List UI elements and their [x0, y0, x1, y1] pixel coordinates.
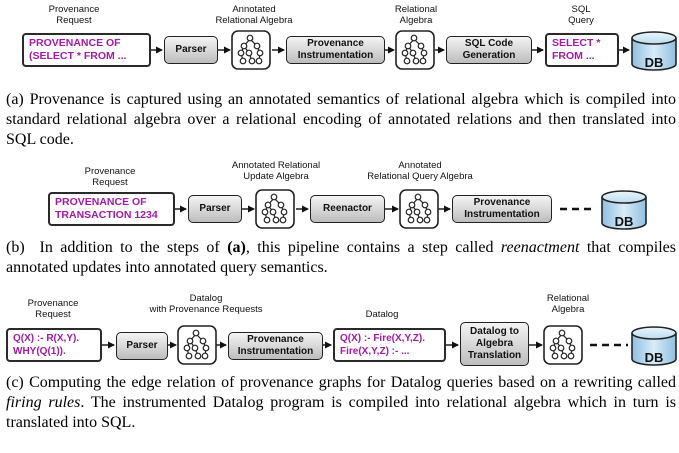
- caption-italic: firing rules: [6, 394, 81, 411]
- code-line: Q(X) :- Fire(X,Y,Z).: [340, 333, 425, 344]
- code-line: Fire(X,Y,Z) :- ...: [340, 346, 410, 357]
- provenance-instrumentation-box-b: Provenance Instrumentation: [452, 195, 552, 223]
- label-line: Datalog: [189, 293, 223, 304]
- label-line: Request: [56, 15, 92, 26]
- box-text: Instrumentation: [237, 346, 314, 357]
- tree-graph-icon: [231, 30, 271, 70]
- code-line: (SELECT * FROM ...: [29, 50, 127, 62]
- box-text: Parser: [175, 44, 207, 55]
- provenance-instrumentation-box-a: Provenance Instrumentation: [286, 36, 385, 64]
- code-line: WHY(Q(1)).: [13, 346, 66, 357]
- tree-graph-icon: [177, 325, 217, 365]
- label-line: Update Algebra: [243, 171, 309, 182]
- caption-tag: (a): [6, 91, 24, 108]
- label-line: Annotated: [398, 160, 442, 171]
- label-relational-algebra-a: Relational Algebra: [395, 4, 437, 26]
- label-provenance-request-c: Provenance Request: [28, 298, 79, 320]
- box-text: Parser: [199, 203, 231, 214]
- box-text: Datalog to: [470, 326, 519, 337]
- datalog-to-algebra-translation-box-c: Datalog to Algebra Translation: [460, 322, 529, 366]
- box-text: Parser: [126, 340, 158, 351]
- provenance-instrumentation-box-c: Provenance Instrumentation: [228, 332, 323, 360]
- label-datalog-requests-c: Datalog with Provenance Requests: [149, 293, 262, 315]
- code-line: SELECT *: [552, 37, 601, 49]
- caption-text: . The instrumented Datalog program is co…: [6, 394, 677, 431]
- label-line: Relational: [546, 293, 590, 304]
- caption-line: which is compiled into standard relation…: [6, 91, 677, 128]
- parser-box-b: Parser: [188, 195, 242, 223]
- tree-graph-icon: [395, 30, 435, 70]
- parser-box-c: Parser: [116, 332, 168, 360]
- code-line: PROVENANCE OF: [55, 196, 147, 208]
- datalog-box-c: Q(X) :- Fire(X,Y,Z). Fire(X,Y,Z) :- ...: [333, 328, 446, 362]
- label-line: Relational: [394, 4, 438, 15]
- code-line: Q(X) :- R(X,Y).: [13, 333, 80, 344]
- caption-c: (c) Computing the edge relation of prove…: [6, 373, 676, 433]
- label-line: Provenance: [27, 298, 79, 309]
- label-line: SQL: [571, 4, 591, 15]
- label-line: with Provenance Requests: [149, 304, 263, 315]
- caption-italic: reenactment: [500, 239, 580, 256]
- label-annotated-query-b: Annotated Relational Query Algebra: [367, 160, 473, 182]
- caption-text: Computing the edge relation of provenanc…: [29, 374, 677, 391]
- tree-graph-icon: [543, 325, 583, 365]
- sql-query-box-a: SELECT * FROM ...: [545, 33, 619, 67]
- caption-tag: (b): [6, 239, 25, 256]
- label-line: Query: [568, 15, 594, 26]
- box-text: Generation: [462, 50, 516, 61]
- box-text: SQL Code: [464, 38, 514, 49]
- label-line: Algebra: [399, 15, 433, 26]
- label-line: Request: [35, 309, 71, 320]
- label-annotated-algebra-a: Annotated Relational Algebra: [215, 4, 292, 26]
- code-line: TRANSACTION 1234: [55, 209, 158, 221]
- label-line: Annotated Relational: [231, 160, 321, 171]
- reenactor-box-b: Reenactor: [310, 195, 385, 223]
- db-label: DB: [645, 350, 664, 365]
- label-provenance-request-b: Provenance Request: [85, 166, 136, 188]
- db-label: DB: [615, 214, 634, 229]
- box-text: Instrumentation: [297, 50, 374, 61]
- label-relational-algebra-c: Relational Algebra: [547, 293, 589, 315]
- box-text: Algebra: [475, 338, 514, 349]
- caption-line: Provenance is captured using an annotate…: [29, 91, 519, 108]
- label-datalog-c: Datalog: [366, 309, 399, 320]
- label-provenance-request-a: Provenance Request: [49, 4, 100, 26]
- box-text: Provenance: [473, 197, 531, 208]
- box-text: Instrumentation: [464, 209, 540, 220]
- label-line: Relational Algebra: [215, 15, 293, 26]
- label-annotated-update-b: Annotated Relational Update Algebra: [232, 160, 320, 182]
- label-sql-query-a: SQL Query: [568, 4, 594, 26]
- caption-b: (b) In addition to the steps of (a), thi…: [6, 238, 676, 278]
- label-line: Relational Query Algebra: [367, 171, 473, 182]
- label-line: Provenance: [48, 4, 100, 15]
- code-line: FROM ...: [552, 50, 595, 62]
- sql-code-generation-box-a: SQL Code Generation: [446, 36, 532, 64]
- label-line: Request: [92, 177, 128, 188]
- parser-box-a: Parser: [164, 36, 218, 64]
- provenance-request-box-c: Q(X) :- R(X,Y). WHY(Q(1)).: [6, 328, 102, 362]
- caption-bold: (a): [227, 239, 246, 256]
- provenance-request-box-a: PROVENANCE OF (SELECT * FROM ...: [22, 33, 151, 67]
- code-line: PROVENANCE OF: [29, 37, 121, 49]
- caption-text: , this pipeline contains a step called: [245, 239, 494, 256]
- caption-text: that compiles annotated updates into ann…: [6, 239, 677, 276]
- db-label: DB: [645, 55, 664, 70]
- caption-line: of annotated relations and then translat…: [6, 111, 677, 148]
- label-line: Datalog: [365, 309, 399, 320]
- tree-graph-icon: [255, 189, 295, 229]
- box-text: Provenance: [247, 334, 304, 345]
- caption-text: In addition to the steps of: [39, 239, 220, 256]
- label-line: Provenance: [84, 166, 136, 177]
- tree-graph-icon: [399, 189, 439, 229]
- label-line: Annotated: [232, 4, 276, 15]
- box-text: Reenactor: [323, 203, 372, 214]
- label-line: Algebra: [551, 304, 585, 315]
- box-text: Translation: [467, 350, 522, 361]
- caption-tag: (c): [6, 374, 24, 391]
- provenance-request-box-b: PROVENANCE OF TRANSACTION 1234: [48, 192, 175, 226]
- box-text: Provenance: [307, 38, 364, 49]
- caption-a: (a) Provenance is captured using an anno…: [6, 90, 676, 150]
- database-icon: [631, 31, 677, 71]
